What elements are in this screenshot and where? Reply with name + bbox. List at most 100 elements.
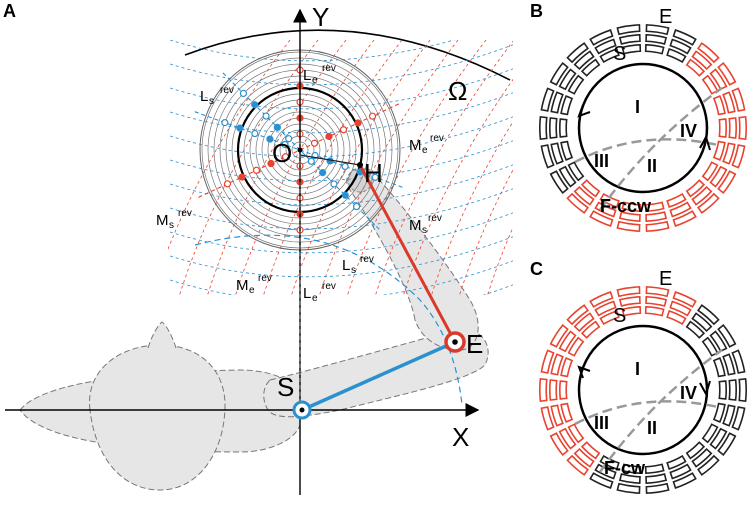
svg-text:s: s xyxy=(422,225,427,236)
ring-segment xyxy=(645,34,668,45)
ring-segment xyxy=(539,378,548,402)
radial-marker xyxy=(341,162,349,171)
radial-marker xyxy=(341,191,349,199)
radial-marker xyxy=(319,169,327,177)
field-curve-red xyxy=(291,40,431,295)
ring-segment xyxy=(567,336,585,357)
ring-segment xyxy=(709,330,728,353)
label-le-bottom: L e rev xyxy=(303,281,336,304)
ring-segment xyxy=(580,179,601,198)
radial-marker xyxy=(354,119,362,127)
ring-segment xyxy=(621,463,642,474)
field-curve-blue xyxy=(169,92,513,134)
x-axis-label: X xyxy=(452,422,469,452)
rev-labels: L e rev L s rev M e rev M s rev M s xyxy=(156,63,444,304)
ring-segment xyxy=(666,48,687,64)
field-curve-blue xyxy=(169,44,513,86)
point-h-label: H xyxy=(364,158,383,188)
ring-segment xyxy=(618,296,641,307)
svg-text:L: L xyxy=(200,88,208,105)
svg-text:L: L xyxy=(342,257,350,274)
ring-segment xyxy=(731,144,746,169)
ring-segment xyxy=(669,201,692,218)
ring-segment xyxy=(573,447,595,468)
ring-segment xyxy=(685,179,706,198)
radial-marker xyxy=(262,112,270,120)
ring-segment xyxy=(731,406,746,431)
panel-c-q3: III xyxy=(594,413,609,433)
ring-segment xyxy=(550,142,564,165)
ring-segment xyxy=(722,353,736,376)
ring-segment xyxy=(712,402,726,423)
ring-segment xyxy=(540,349,555,374)
forearm-link-black xyxy=(299,154,361,166)
ring-segment xyxy=(566,42,589,64)
svg-text:e: e xyxy=(422,145,428,156)
ring-segment xyxy=(697,304,720,326)
radial-marker xyxy=(236,124,244,132)
ring-segment xyxy=(697,454,720,476)
field-curve-red xyxy=(168,40,291,251)
field-curve-blue xyxy=(169,260,513,295)
radial-marker xyxy=(307,157,315,165)
field-curve-red xyxy=(263,40,403,295)
label-le-top: L e rev xyxy=(303,63,336,86)
radial-marker xyxy=(238,173,246,181)
ring-segment xyxy=(731,87,746,112)
ring-segment xyxy=(691,50,713,71)
ring-segment xyxy=(594,300,617,317)
label-ls-top: L s rev xyxy=(200,85,234,107)
radial-marker xyxy=(310,139,319,147)
ring-segment xyxy=(644,201,665,212)
panel-c-arrow-right xyxy=(699,380,711,397)
ring-segment xyxy=(666,310,687,326)
ring-segment xyxy=(550,404,564,427)
ring-segment xyxy=(594,463,617,480)
forearm-segment xyxy=(358,164,457,343)
panel-c-inner-label: S xyxy=(613,305,626,327)
svg-text:rev: rev xyxy=(322,281,336,292)
ring-segment xyxy=(621,306,642,317)
ring-segment xyxy=(616,482,641,494)
panel-b-q3: III xyxy=(594,151,609,171)
radial-marker xyxy=(368,112,377,120)
ring-segment xyxy=(645,220,670,232)
panel-b-q1: I xyxy=(635,97,640,117)
ring-segment xyxy=(573,312,595,333)
label-ls-bottom: L s rev xyxy=(342,254,374,276)
ring-segment xyxy=(549,170,569,194)
radial-marker xyxy=(251,101,259,109)
ring-segment xyxy=(718,118,727,138)
ring-segment xyxy=(558,165,577,188)
svg-text:s: s xyxy=(351,265,356,276)
ring-segment xyxy=(560,402,574,423)
ring-segment xyxy=(599,310,620,326)
ring-segment xyxy=(645,482,670,494)
ring-segment xyxy=(685,320,706,339)
radial-marker xyxy=(285,135,293,143)
ring-segment xyxy=(621,44,642,55)
ring-segment xyxy=(717,170,737,194)
ring-segment xyxy=(549,117,558,139)
ring-segment xyxy=(738,378,747,402)
svg-text:rev: rev xyxy=(178,208,192,219)
ring-segment xyxy=(573,185,595,206)
ring-segment xyxy=(685,58,706,77)
ring-segment xyxy=(599,48,620,64)
field-curve-blue xyxy=(169,140,513,182)
ring-segment xyxy=(550,91,564,114)
arm-silhouette xyxy=(263,167,489,418)
radial-marker xyxy=(371,173,379,181)
panel-c-outer-label: E xyxy=(659,268,672,290)
panel-b-letter: B xyxy=(530,1,543,21)
ring-segment xyxy=(599,454,620,470)
ring-segment xyxy=(672,29,697,46)
svg-text:L: L xyxy=(303,285,311,302)
ring-segment xyxy=(580,320,601,339)
ring-segment xyxy=(621,201,642,212)
ring-segment xyxy=(666,454,687,470)
panel-b-inner-circle xyxy=(577,62,709,194)
hand-point xyxy=(357,162,363,168)
radial-marker xyxy=(252,166,261,174)
radial-marker xyxy=(352,202,361,211)
